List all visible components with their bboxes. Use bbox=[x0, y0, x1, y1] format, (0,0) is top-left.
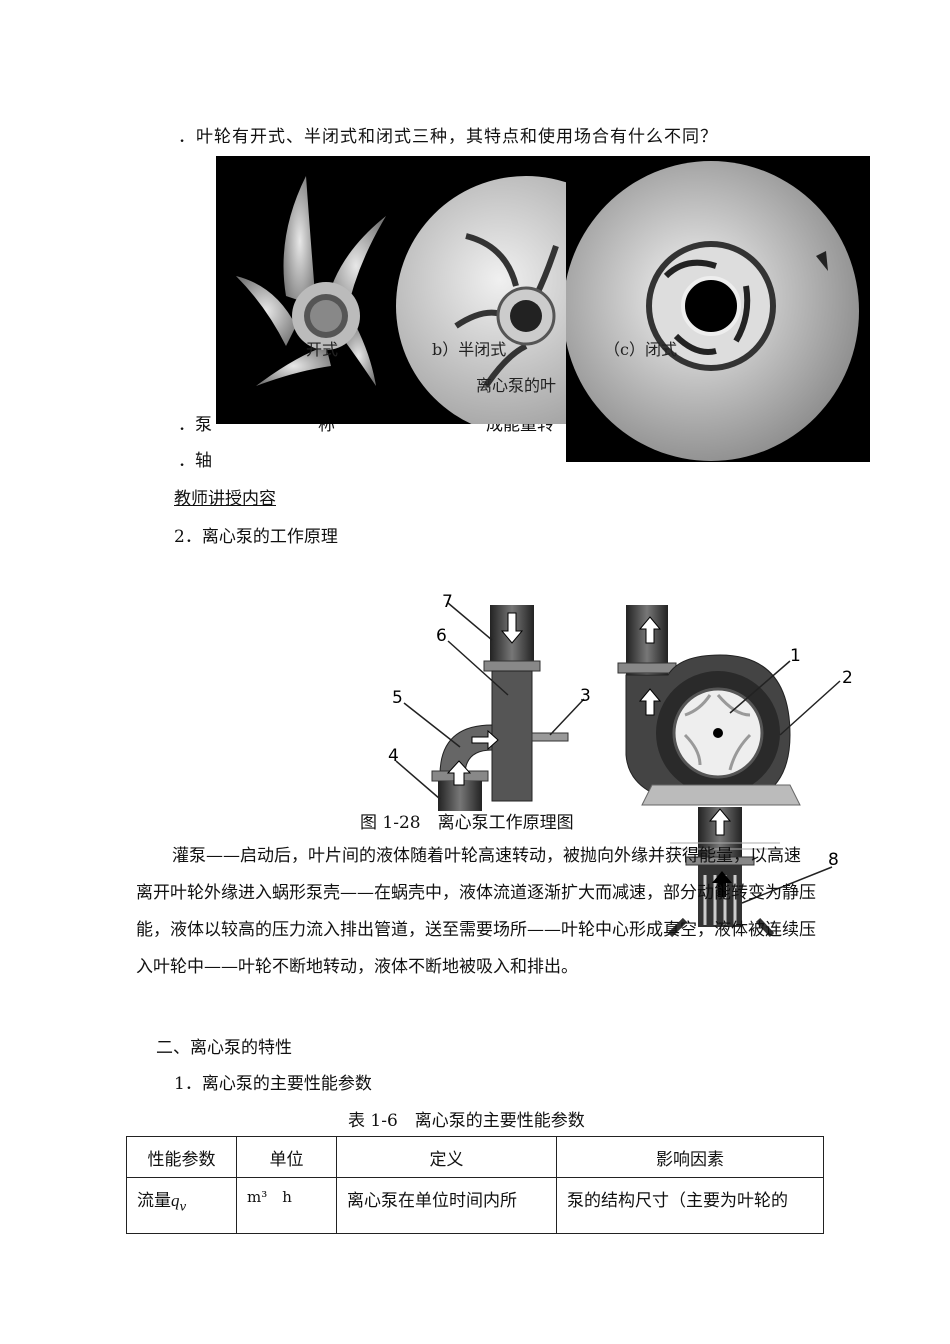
header-param: 性能参数 bbox=[126, 1136, 237, 1178]
cell-definition: 离心泵在单位时间内所 bbox=[336, 1177, 557, 1234]
table-caption: 表 1-6 离心泵的主要性能参数 bbox=[348, 1111, 585, 1131]
open-impeller-photo bbox=[216, 156, 396, 424]
body-paragraph: 灌泵——启动后，叶片间的液体随着叶轮高速转动，被抛向外缘并获得能量，以高速离开叶… bbox=[136, 846, 816, 977]
label-6: 6 bbox=[436, 626, 447, 646]
pump-diagram: 7 6 5 4 3 1 2 8 bbox=[388, 592, 853, 938]
subsection-heading: 1．离心泵的主要性能参数 bbox=[174, 1074, 372, 1094]
question-text: ．叶轮有开式、半闭式和闭式三种，其特点和使用场合有什么不同？ bbox=[178, 127, 718, 147]
closed-impeller-photo bbox=[566, 156, 870, 462]
label-1: 1 bbox=[790, 646, 801, 666]
table-header-row: 性能参数 单位 定义 影响因素 bbox=[126, 1136, 824, 1178]
performance-table: 性能参数 单位 定义 影响因素 流量qv m³ h 离心泵在单位时间内所 泵的结… bbox=[126, 1136, 824, 1234]
cell-param: 流量qv bbox=[126, 1177, 237, 1234]
figure-caption: 图 1-28 离心泵工作原理图 bbox=[360, 813, 574, 833]
cell-unit: m³ h bbox=[236, 1177, 337, 1234]
teacher-heading: 教师讲授内容 bbox=[174, 489, 276, 509]
header-definition: 定义 bbox=[336, 1136, 557, 1178]
header-factors: 影响因素 bbox=[556, 1136, 824, 1178]
param-subscript: v bbox=[179, 1199, 187, 1214]
label-5: 5 bbox=[392, 688, 403, 708]
semi-closed-impeller-photo bbox=[396, 156, 566, 424]
caption-semi-closed: b）半闭式 bbox=[432, 340, 507, 359]
table-row: 流量qv m³ h 离心泵在单位时间内所 泵的结构尺寸（主要为叶轮的 bbox=[126, 1177, 824, 1234]
label-3: 3 bbox=[580, 686, 591, 706]
label-4: 4 bbox=[388, 746, 399, 766]
label-2: 2 bbox=[842, 668, 853, 688]
caption-figure: 离心泵的叶 bbox=[476, 376, 557, 395]
caption-closed: （c）闭式 bbox=[604, 340, 677, 359]
label-8: 8 bbox=[828, 850, 839, 870]
partial-line-2-start: ．轴 bbox=[178, 451, 212, 471]
section-heading-working-principle: 2．离心泵的工作原理 bbox=[174, 527, 338, 547]
section-two-heading: 二、离心泵的特性 bbox=[156, 1038, 292, 1058]
param-name: 流量 bbox=[137, 1191, 171, 1211]
cell-factors: 泵的结构尺寸（主要为叶轮的 bbox=[556, 1177, 824, 1234]
caption-open: 开式 bbox=[306, 340, 339, 359]
label-7: 7 bbox=[442, 592, 453, 612]
header-unit: 单位 bbox=[236, 1136, 337, 1178]
param-symbol: q bbox=[171, 1191, 180, 1210]
partial-line-1-start: ．泵 bbox=[178, 415, 212, 435]
